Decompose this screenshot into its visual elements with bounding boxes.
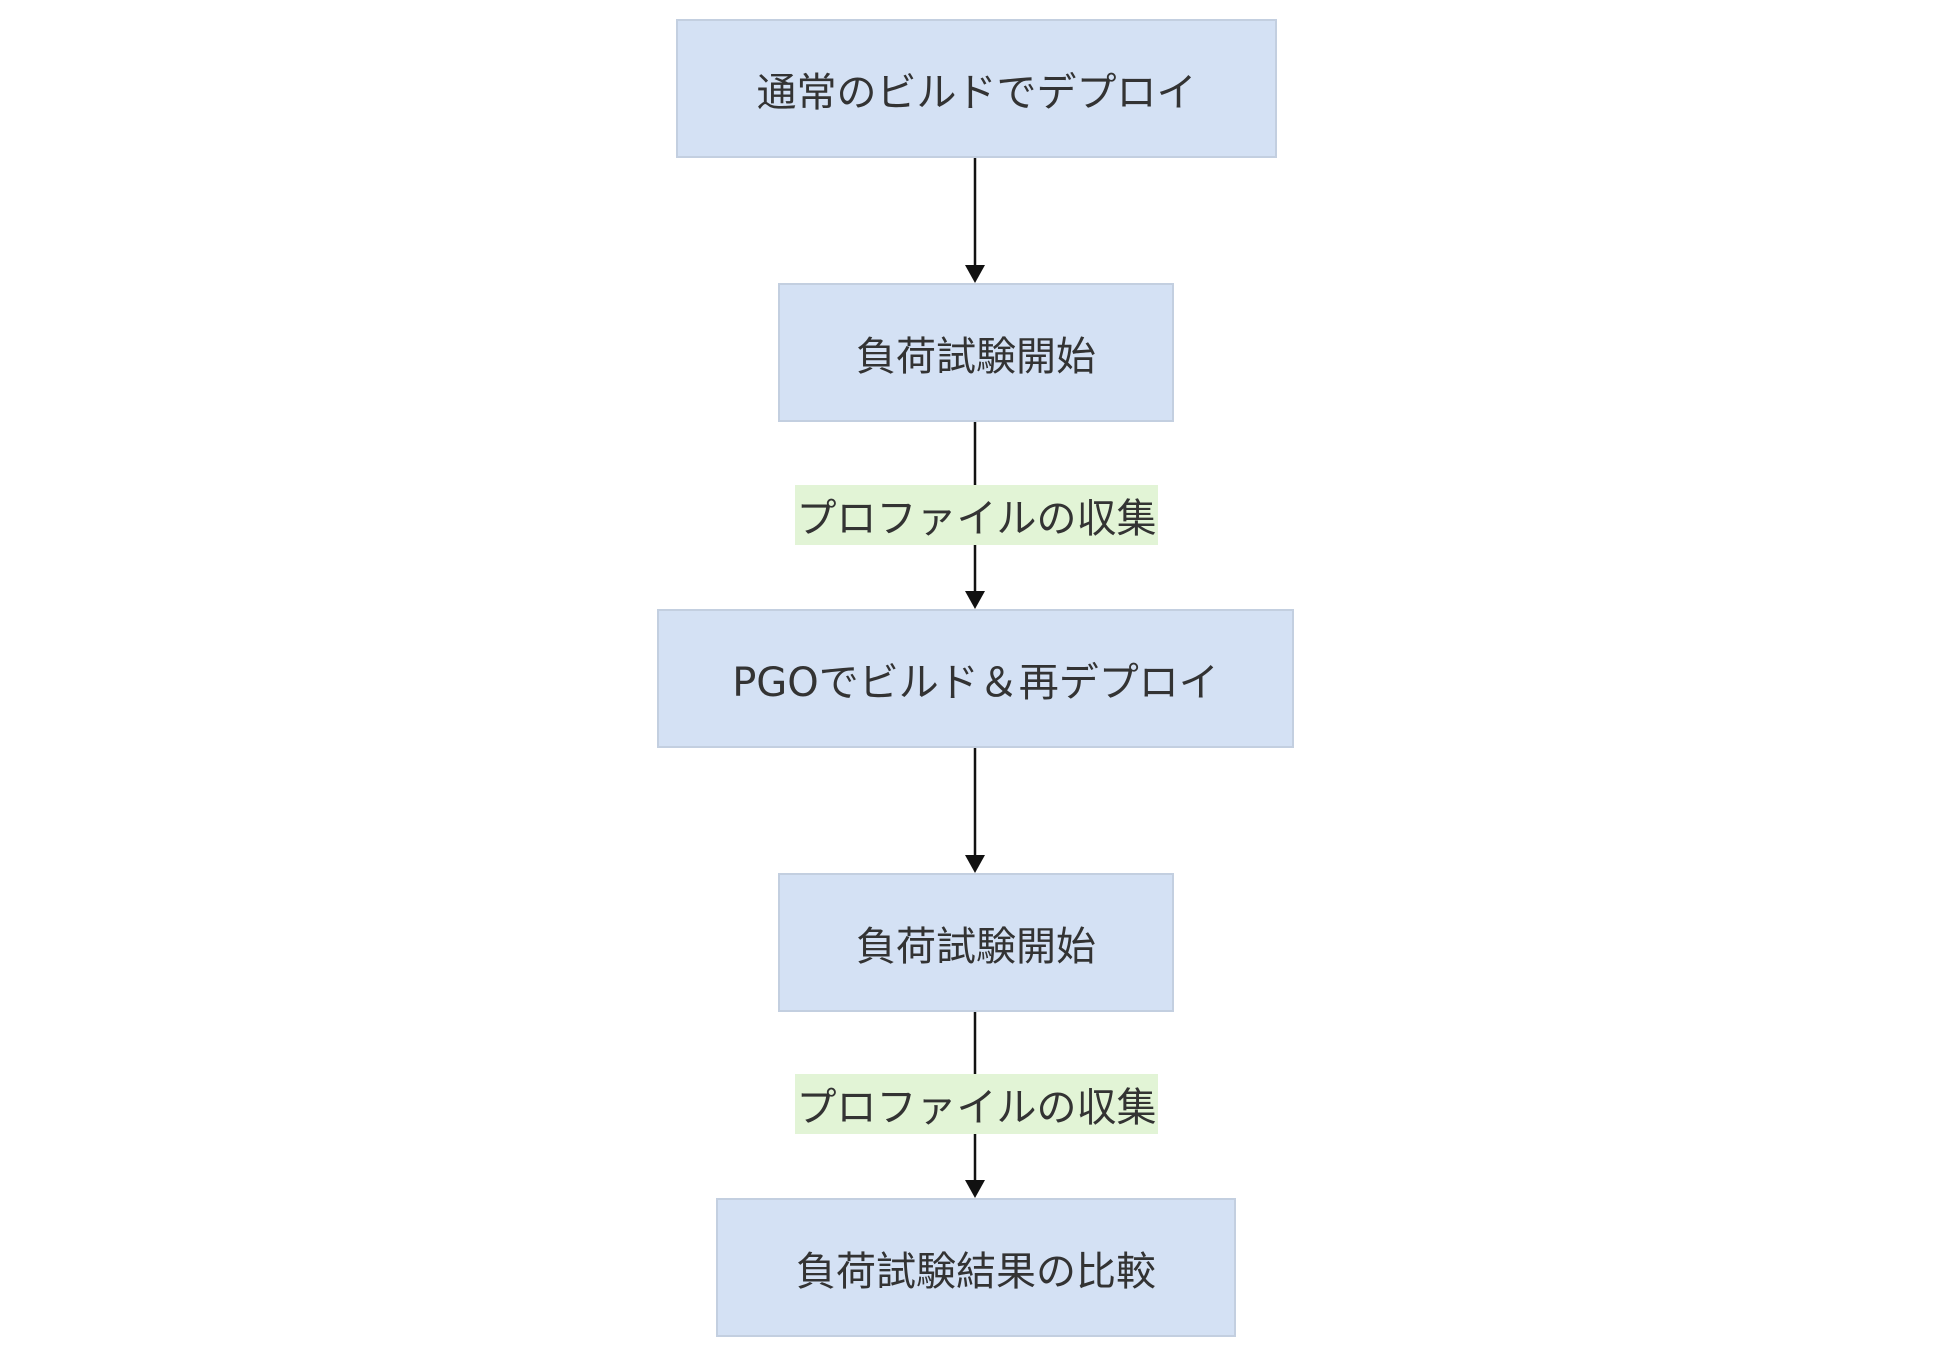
edge-label-collect-profile-2: プロファイルの収集 [795,1074,1158,1134]
node-compare-results: 負荷試験結果の比較 [716,1198,1236,1337]
edge-n3-n4 [965,748,985,873]
arrowhead-icon [965,1180,985,1198]
edge-label-text: プロファイルの収集 [796,1085,1157,1131]
node-label: PGOでビルド＆再デプロイ [732,659,1219,706]
node-label: 負荷試験開始 [856,923,1096,970]
node-normal-build-deploy: 通常のビルドでデプロイ [676,19,1277,158]
edge-label-text: プロファイルの収集 [796,496,1157,542]
node-load-test-start-1: 負荷試験開始 [778,283,1174,422]
node-load-test-start-2: 負荷試験開始 [778,873,1174,1012]
node-label: 負荷試験開始 [856,333,1096,380]
node-label: 負荷試験結果の比較 [796,1248,1156,1295]
edge-n1-n2 [965,158,985,283]
node-pgo-build-redeploy: PGOでビルド＆再デプロイ [657,609,1294,748]
edge-label-collect-profile-1: プロファイルの収集 [795,485,1158,545]
arrowhead-icon [965,855,985,873]
arrowhead-icon [965,265,985,283]
arrowhead-icon [965,591,985,609]
node-label: 通常のビルドでデプロイ [756,69,1197,116]
